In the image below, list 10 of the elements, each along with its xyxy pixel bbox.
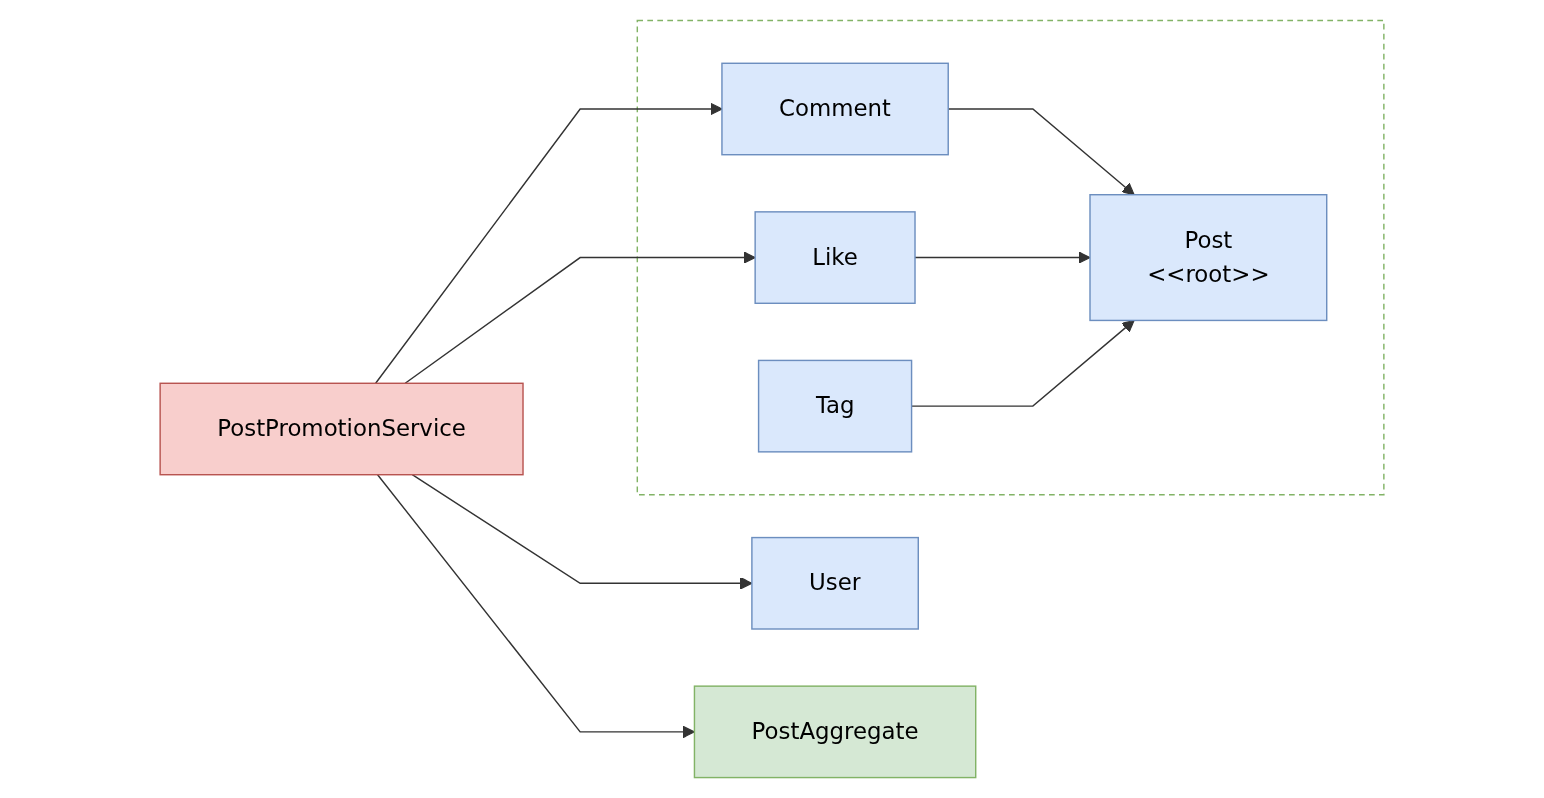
node-box: User bbox=[751, 536, 919, 630]
node-box: Post <<root>> bbox=[1089, 194, 1328, 322]
arrow bbox=[376, 474, 695, 739]
node-box: Tag bbox=[757, 359, 913, 453]
node-box: PostAggregate bbox=[693, 685, 977, 779]
node-box: Comment bbox=[721, 62, 949, 156]
node-box: PostPromotionService bbox=[159, 382, 524, 476]
cluster bbox=[636, 19, 1385, 496]
arrow bbox=[404, 251, 756, 384]
node-box: Like bbox=[754, 211, 916, 304]
